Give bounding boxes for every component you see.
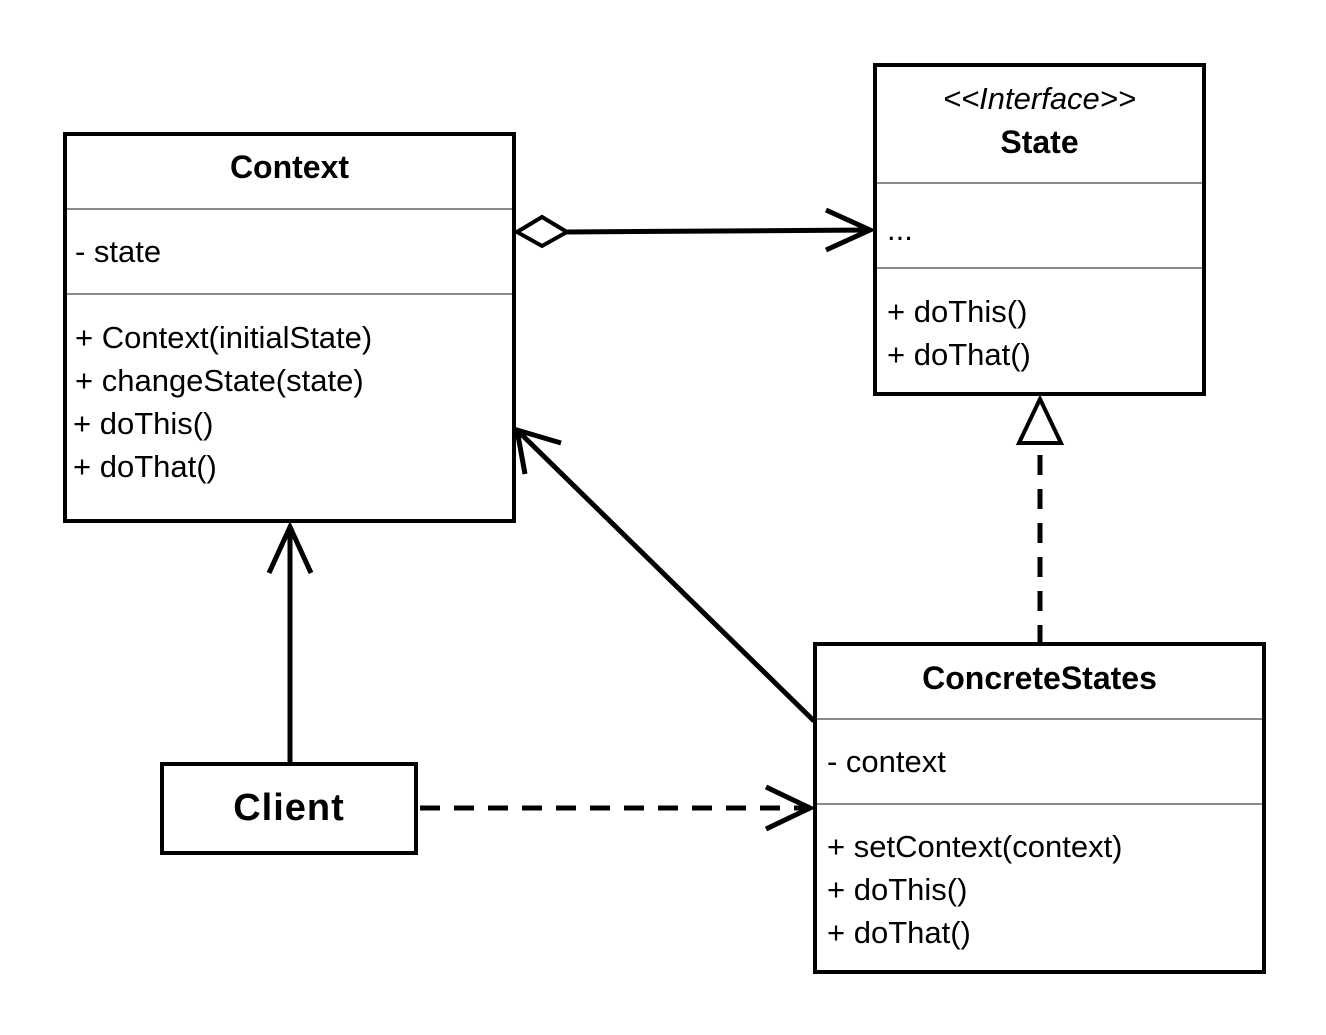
concrete-states-class-name: ConcreteStates: [922, 660, 1157, 696]
context-class-name: Context: [229, 149, 350, 185]
client-name: Client: [233, 787, 345, 829]
state-separator-2: [877, 267, 1202, 269]
concrete-method: + setContext(context): [827, 829, 1123, 864]
context-method: + doThat(): [73, 449, 217, 484]
client-box: Client: [160, 762, 418, 855]
client-context-arrowhead: [266, 520, 314, 575]
concrete-states-class: ConcreteStates - context + setContext(co…: [813, 642, 1266, 974]
state-interface-name: State: [1000, 124, 1079, 160]
dependency-arrowhead: [764, 784, 816, 832]
concrete-context-arrowhead: [513, 426, 562, 475]
context-method: + changeState(state): [75, 363, 364, 398]
aggregation-line: [566, 227, 871, 235]
aggregation-arrowhead: [824, 207, 877, 253]
context-separator-2: [67, 293, 512, 295]
concrete-context-line: [515, 428, 816, 723]
concrete-attribute: - context: [827, 744, 946, 779]
state-attribute: ...: [887, 212, 913, 247]
concrete-separator-1: [817, 718, 1262, 720]
state-method: + doThis(): [887, 294, 1028, 329]
state-stereotype: <<Interface>>: [942, 81, 1137, 116]
state-method: + doThat(): [887, 337, 1031, 372]
concrete-method: + doThat(): [827, 915, 971, 950]
state-interface: <<Interface>> State ... + doThis() + doT…: [873, 63, 1206, 396]
state-separator-1: [877, 182, 1202, 184]
concrete-separator-2: [817, 803, 1262, 805]
context-class: Context - state + Context(initialState) …: [63, 132, 516, 523]
concrete-method: + doThis(): [827, 872, 968, 907]
aggregation-diamond: [513, 214, 571, 249]
realization-triangle: [1015, 394, 1065, 445]
context-attribute: - state: [75, 234, 162, 269]
context-method: + Context(initialState): [75, 320, 373, 355]
context-separator-1: [67, 208, 512, 210]
context-method: + doThis(): [73, 406, 214, 441]
